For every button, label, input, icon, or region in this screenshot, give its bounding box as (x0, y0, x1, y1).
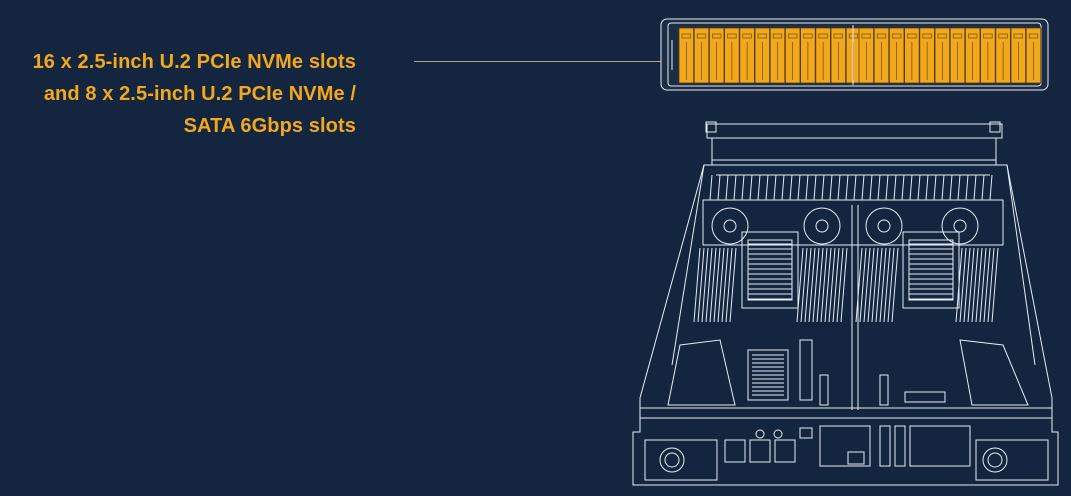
backplane-fins (709, 174, 993, 201)
cpu-heatsinks (741, 231, 960, 309)
dimm-slots (693, 247, 999, 323)
server-chassis (632, 121, 1059, 486)
power-supplies (644, 439, 1049, 481)
callout-line-1: 16 x 2.5-inch U.2 PCIe NVMe slots (32, 51, 356, 73)
front-panel-drive-bays (660, 18, 1049, 91)
fan-icon (711, 207, 749, 245)
fan-icon (803, 207, 841, 245)
drive-bays (678, 25, 1042, 85)
feature-callout: 16 x 2.5-inch U.2 PCIe NVMe slots and 8 … (0, 46, 356, 142)
fan-row (702, 199, 1004, 246)
callout-leader-line (414, 61, 668, 62)
fan-icon (865, 207, 903, 245)
rear-io-ports (724, 425, 971, 467)
callout-line-3: SATA 6Gbps slots (183, 115, 356, 137)
fan-icon (941, 207, 979, 245)
callout-line-2: and 8 x 2.5-inch U.2 PCIe NVMe / (43, 83, 356, 105)
